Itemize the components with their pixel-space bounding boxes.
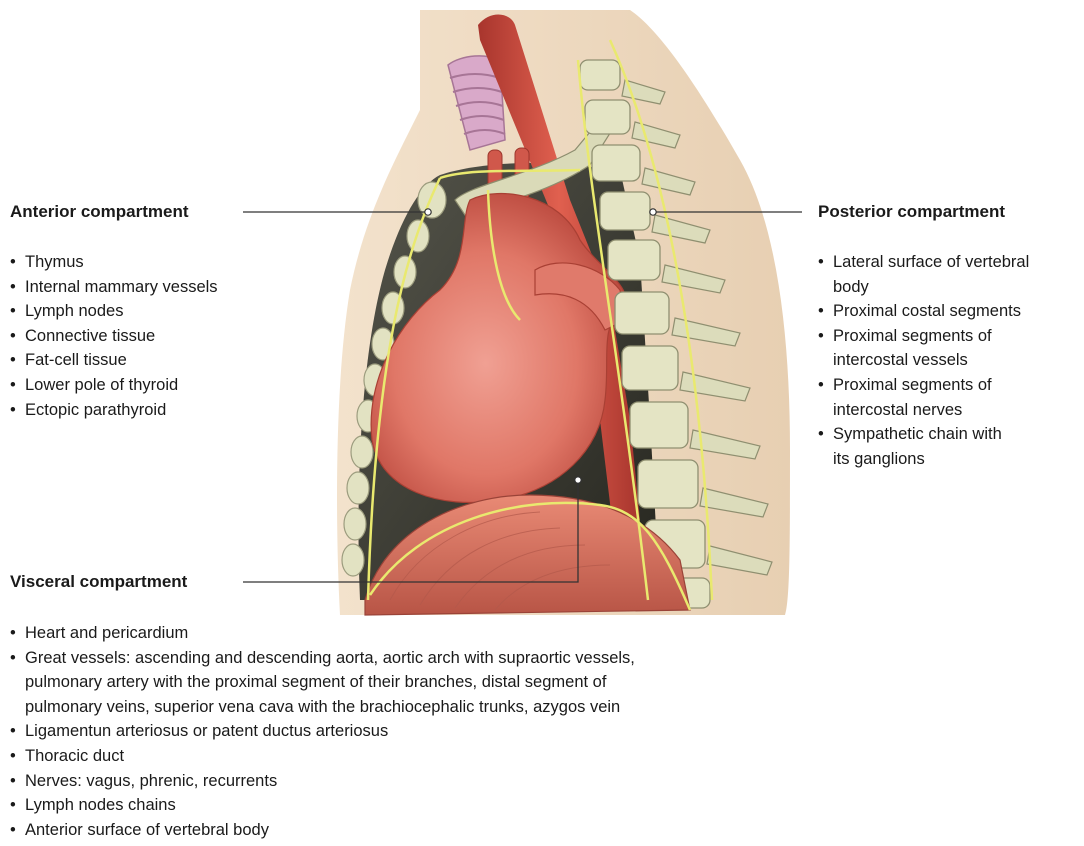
visceral-compartment-heading: Visceral compartment [10, 572, 187, 592]
list-item: Fat-cell tissue [10, 348, 218, 373]
list-item: Lymph nodes chains [10, 793, 830, 818]
list-item-line: its ganglions [833, 447, 1084, 472]
list-item-line: Great vessels: ascending and descending … [25, 646, 830, 671]
list-item: Lower pole of thyroid [10, 373, 218, 398]
posterior-compartment-heading: Posterior compartment [818, 202, 1005, 222]
list-item-line: Nerves: vagus, phrenic, recurrents [25, 769, 830, 794]
list-item-line: intercostal nerves [833, 398, 1084, 423]
list-item: Thymus [10, 250, 218, 275]
list-item-line: Proximal costal segments [833, 299, 1084, 324]
list-item: Connective tissue [10, 324, 218, 349]
list-item-line: Ligamentun arteriosus or patent ductus a… [25, 719, 830, 744]
list-item-line: pulmonary veins, superior vena cava with… [25, 695, 830, 720]
list-item: Great vessels: ascending and descending … [10, 646, 830, 720]
list-item-line: body [833, 275, 1084, 300]
list-item-line: Heart and pericardium [25, 621, 830, 646]
list-item: Lymph nodes [10, 299, 218, 324]
list-item: Heart and pericardium [10, 621, 830, 646]
list-item: Anterior surface of vertebral body [10, 818, 830, 843]
anterior-compartment-list: Thymus Internal mammary vessels Lymph no… [10, 250, 218, 422]
list-item: Thoracic duct [10, 744, 830, 769]
list-item: Proximal costal segments [818, 299, 1084, 324]
list-item-line: pulmonary artery with the proximal segme… [25, 670, 830, 695]
list-item-line: Lateral surface of vertebral [833, 250, 1084, 275]
list-item-line: intercostal vessels [833, 348, 1084, 373]
list-item-line: Lymph nodes chains [25, 793, 830, 818]
list-item: Internal mammary vessels [10, 275, 218, 300]
anterior-compartment-heading: Anterior compartment [10, 202, 189, 222]
list-item-line: Thoracic duct [25, 744, 830, 769]
list-item: Ectopic parathyroid [10, 398, 218, 423]
list-item-line: Proximal segments of [833, 324, 1084, 349]
list-item-line: Proximal segments of [833, 373, 1084, 398]
list-item-line: Anterior surface of vertebral body [25, 818, 830, 843]
list-item: Nerves: vagus, phrenic, recurrents [10, 769, 830, 794]
list-item: Ligamentun arteriosus or patent ductus a… [10, 719, 830, 744]
visceral-compartment-list: Heart and pericardium Great vessels: asc… [10, 621, 830, 842]
list-item-line: Sympathetic chain with [833, 422, 1084, 447]
